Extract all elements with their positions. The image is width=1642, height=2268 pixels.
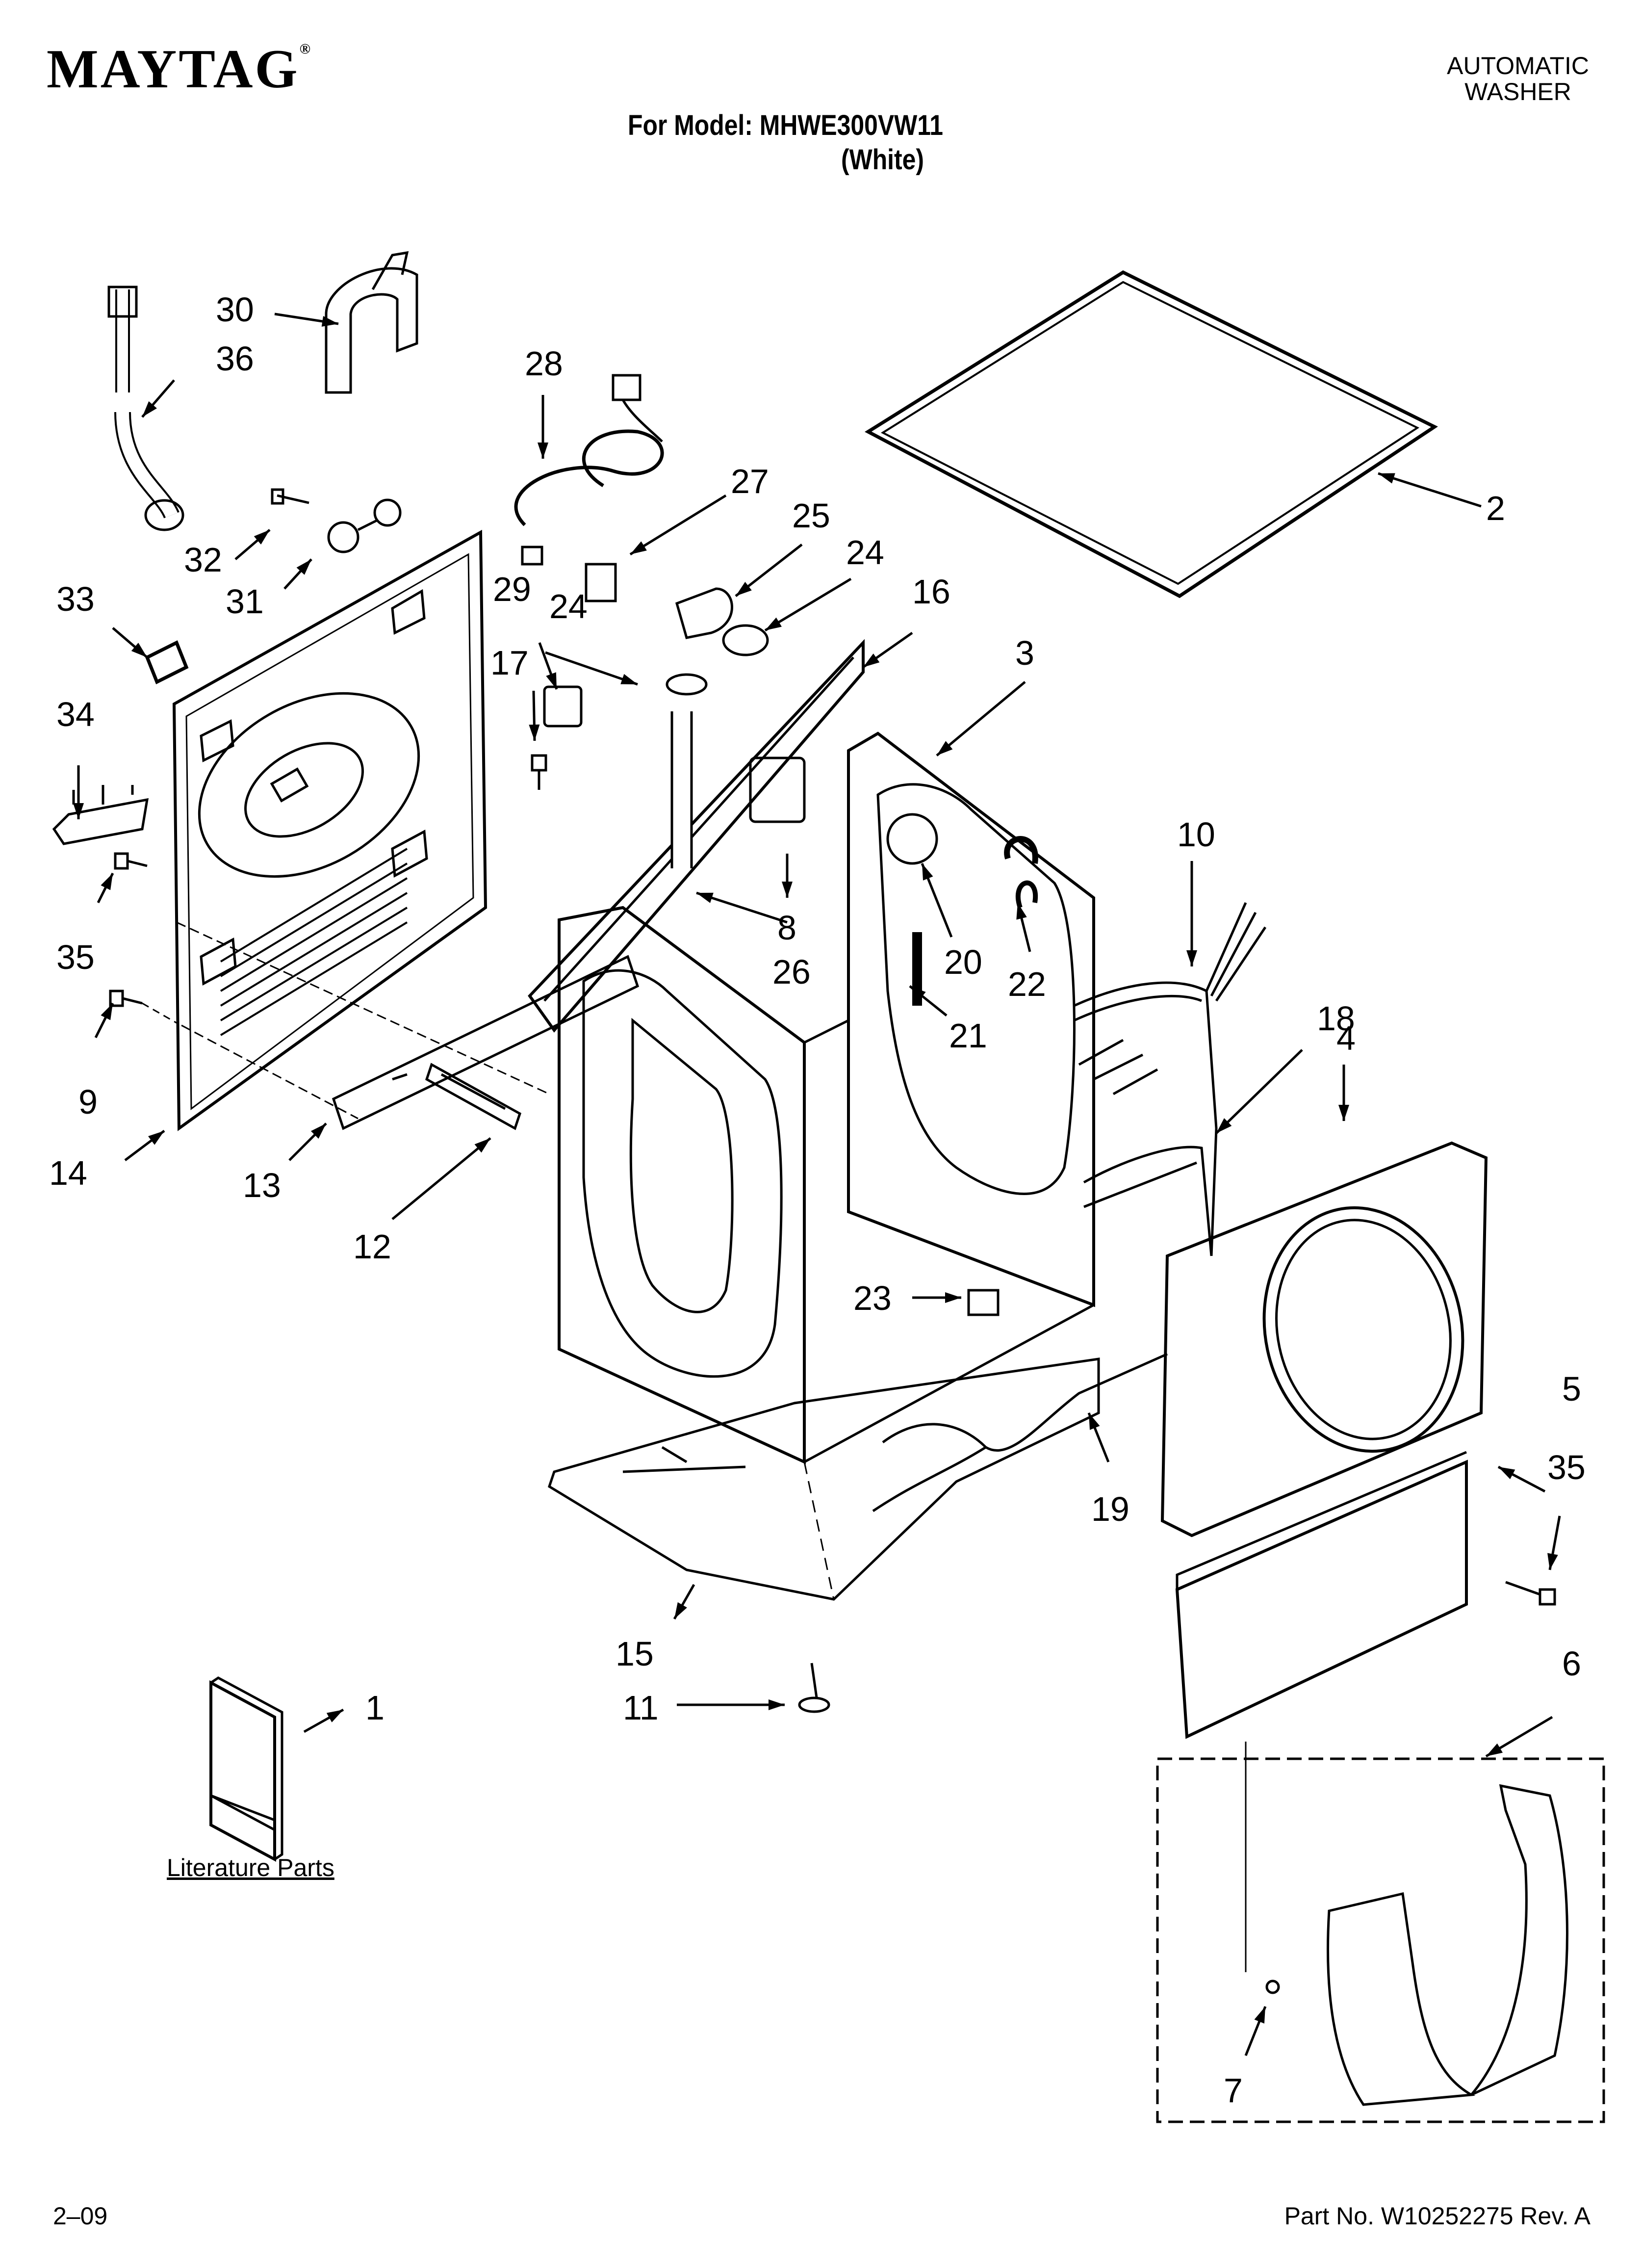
- callout-12: 12: [353, 1227, 391, 1266]
- callout-35b: 35: [1547, 1448, 1586, 1486]
- screw-17: [531, 754, 547, 790]
- callout-36: 36: [216, 339, 254, 378]
- clamp-24: [666, 624, 769, 696]
- callout-8: 8: [777, 909, 796, 947]
- callout-15: 15: [616, 1635, 654, 1673]
- grommet-part: [145, 640, 189, 684]
- base-part: [547, 1357, 1100, 1601]
- top-panel-part: [864, 270, 1438, 599]
- callout-28: 28: [525, 344, 563, 383]
- callout-14: 14: [49, 1154, 87, 1192]
- bracket-29: [543, 685, 583, 728]
- leader-arrows: [73, 313, 1561, 2056]
- callout-6: 6: [1562, 1644, 1581, 1683]
- toe-panel-part: [1175, 1451, 1468, 1739]
- bracket-part-34: [52, 785, 149, 845]
- revision-date: 2–09: [53, 2202, 108, 2230]
- callout-numbers: 1 2 3 4 5 6 7 8 9 10 11 12 13 14 15 16 1…: [49, 290, 1586, 2110]
- callout-25: 25: [792, 496, 830, 535]
- color-label: (White): [841, 144, 924, 176]
- callout-34: 34: [56, 695, 95, 733]
- callout-32: 32: [184, 541, 222, 579]
- callout-35a: 35: [56, 938, 95, 976]
- callout-13: 13: [243, 1166, 281, 1204]
- callout-26: 26: [772, 953, 811, 991]
- clamp-part: [327, 498, 402, 553]
- callout-16: 16: [912, 573, 950, 611]
- callout-23: 23: [853, 1279, 892, 1317]
- fitting-25: [675, 587, 733, 639]
- wire-harness-19: [872, 1353, 1168, 1512]
- door-trim-dashed-box: [1156, 1757, 1605, 2123]
- cabinet-rear-frame: [803, 731, 1095, 1463]
- callout-20: 20: [944, 943, 982, 981]
- clip-part-7: [1265, 1980, 1280, 1994]
- callout-31: 31: [226, 582, 264, 621]
- screw-part-35b: [1505, 1581, 1556, 1606]
- callout-29: 29: [493, 570, 531, 608]
- screw-part-35: [114, 852, 148, 870]
- hose-clip-part: [325, 251, 418, 394]
- heater-part: [425, 1063, 522, 1130]
- appliance-type: AUTOMATIC WASHER: [1447, 53, 1589, 104]
- callout-18: 18: [1317, 999, 1355, 1038]
- appliance-type-line2: WASHER: [1464, 78, 1571, 105]
- callout-17: 17: [490, 644, 529, 682]
- brand-name: MAYTAG: [47, 39, 300, 100]
- callout-9: 9: [78, 1083, 98, 1121]
- callout-30: 30: [216, 290, 254, 329]
- maytag-logo: MAYTAG®: [47, 42, 310, 97]
- wire-harness-10: [1073, 902, 1267, 1256]
- callout-11: 11: [623, 1689, 659, 1727]
- model-label: For Model: MHWE300VW11: [628, 109, 943, 141]
- drain-hose-part: [107, 286, 184, 531]
- leveling-foot-part: [798, 1663, 830, 1713]
- callout-27: 27: [731, 462, 769, 500]
- screw-part-32: [271, 488, 309, 505]
- door-trim-part: [1327, 1784, 1568, 2106]
- pressure-switch-part: [749, 756, 806, 823]
- callout-5: 5: [1562, 1370, 1581, 1408]
- front-panel-part: [1160, 1141, 1488, 1538]
- door-bracket-22: [1004, 836, 1038, 864]
- part-number: Part No. W10252275 Rev. A: [1284, 2202, 1591, 2230]
- appliance-type-line1: AUTOMATIC: [1447, 52, 1589, 79]
- plate-part: [332, 955, 640, 1130]
- callout-33: 33: [56, 580, 95, 618]
- literature-parts-label: Literature Parts: [167, 1854, 334, 1881]
- literature-booklet: [209, 1676, 283, 1862]
- bracket-27: [585, 563, 617, 602]
- cabinet-side-panel: [558, 906, 806, 1464]
- callout-3: 3: [1015, 634, 1034, 672]
- rear-panel-part: [172, 529, 550, 1131]
- cord-28: [514, 374, 664, 566]
- callout-21: 21: [949, 1017, 987, 1055]
- registered-mark: ®: [299, 41, 311, 57]
- control-bracket-16: [528, 639, 865, 1033]
- callout-1: 1: [365, 1689, 385, 1727]
- callout-4: 4: [1336, 1019, 1356, 1057]
- cover-23: [967, 1289, 1000, 1316]
- callout-7: 7: [1224, 2071, 1243, 2110]
- callout-19: 19: [1091, 1490, 1129, 1528]
- callout-24b: 24: [549, 587, 588, 626]
- screw-part-9: [109, 990, 177, 1024]
- callout-10: 10: [1177, 815, 1215, 854]
- wire-harness-18: [1083, 1146, 1213, 1256]
- callout-2: 2: [1486, 489, 1505, 527]
- callout-22: 22: [1008, 965, 1046, 1003]
- callout-24a: 24: [846, 533, 884, 572]
